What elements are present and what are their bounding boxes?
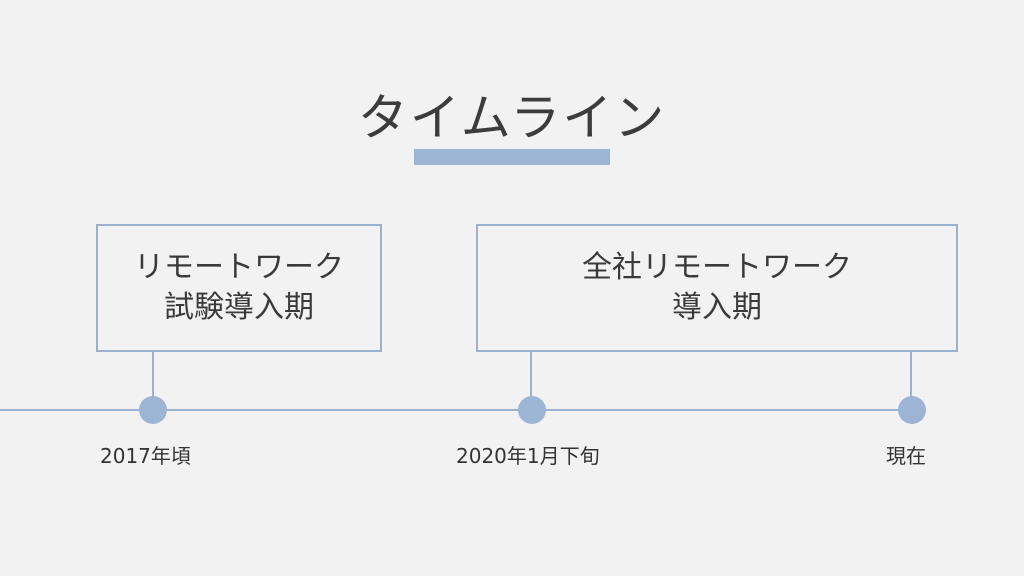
period-box-company-wide: 全社リモートワーク 導入期 bbox=[476, 224, 958, 352]
period-box-line1: 全社リモートワーク bbox=[582, 250, 852, 285]
connector-stem-2020 bbox=[530, 352, 532, 410]
period-box-line1: リモートワーク bbox=[134, 250, 344, 285]
period-box-line2: 導入期 bbox=[672, 290, 762, 325]
milestone-marker-2020 bbox=[518, 396, 546, 424]
period-box-trial: リモートワーク 試験導入期 bbox=[96, 224, 382, 352]
milestone-marker-now bbox=[898, 396, 926, 424]
milestone-label-2020: 2020年1月下旬 bbox=[456, 444, 600, 468]
milestone-label-2017: 2017年頃 bbox=[100, 444, 191, 468]
connector-stem-now bbox=[910, 352, 912, 410]
diagram-title: タイムライン bbox=[357, 89, 667, 147]
title-underline-bar bbox=[414, 149, 610, 165]
timeline-axis bbox=[0, 409, 912, 411]
milestone-marker-2017 bbox=[139, 396, 167, 424]
connector-stem-2017 bbox=[152, 352, 154, 410]
period-box-line2: 試験導入期 bbox=[164, 290, 314, 325]
milestone-label-now: 現在 bbox=[886, 444, 926, 468]
